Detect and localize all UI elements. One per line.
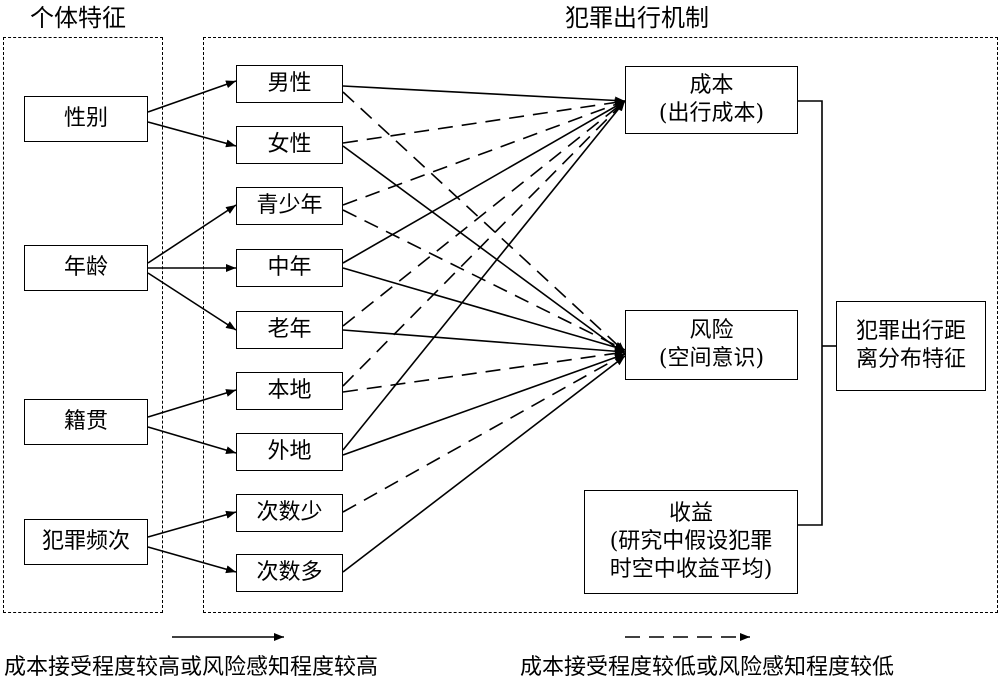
arrow-male-cost-solid: [342, 85, 626, 105]
arrow-frequency-few: [147, 510, 237, 538]
risk-label: 风险: [689, 318, 734, 343]
benefit-sublabel-2: 时空中收益平均): [609, 557, 773, 582]
outcome-line-2: 离分布特征: [855, 347, 966, 372]
middle-age-box: 中年: [236, 249, 343, 287]
origin-box: 籍贯: [24, 399, 148, 445]
local-box: 本地: [236, 372, 343, 410]
legend-dashed-text: 成本接受程度较低或风险感知程度较低: [520, 655, 895, 680]
youth-label: 青少年: [256, 193, 323, 218]
risk-sublabel: (空间意识): [658, 346, 765, 371]
cost-label: 成本: [689, 73, 734, 98]
arrow-few-risk-dashed: [342, 353, 626, 513]
outcome-box: 犯罪出行距 离分布特征: [836, 301, 986, 391]
arrow-youth-risk-dashed: [342, 209, 626, 351]
crime-frequency-label: 犯罪频次: [41, 529, 130, 554]
arrow-age-elderly: [147, 272, 237, 331]
arrow-gender-female: [147, 121, 237, 148]
arrow-frequency-many: [147, 546, 237, 574]
many-times-label: 次数多: [256, 560, 323, 585]
arrow-many-risk-solid: [342, 355, 626, 573]
individual-characteristics-frame: [3, 37, 163, 613]
gender-box: 性别: [24, 96, 148, 142]
gender-label: 性别: [63, 106, 108, 131]
individual-characteristics-title: 个体特征: [30, 4, 126, 32]
elderly-label: 老年: [267, 317, 312, 342]
arrow-origin-nonlocal: [147, 426, 237, 455]
arrow-local-cost-dashed: [342, 100, 626, 387]
dashed-mechanism-arrows: [342, 91, 626, 513]
middle-age-label: 中年: [267, 255, 312, 280]
benefit-label: 收益: [668, 501, 713, 526]
solid-mechanism-arrows: [342, 85, 626, 573]
few-times-box: 次数少: [236, 494, 343, 532]
youth-box: 青少年: [236, 187, 343, 225]
arrow-age-youth: [147, 204, 237, 264]
male-label: 男性: [267, 71, 312, 96]
few-times-label: 次数少: [256, 500, 323, 525]
arrow-nonlocal-risk-solid: [342, 353, 626, 456]
outcome-line-1: 犯罪出行距: [855, 319, 966, 344]
many-times-box: 次数多: [236, 554, 343, 592]
arrow-nonlocal-cost-solid: [342, 100, 626, 451]
legend-solid-text: 成本接受程度较高或风险感知程度较高: [4, 655, 379, 680]
age-box: 年龄: [24, 245, 148, 291]
male-box: 男性: [236, 65, 343, 103]
arrow-origin-local: [147, 389, 237, 418]
arrow-elderly-cost-dashed: [342, 100, 626, 327]
arrow-gender-male: [147, 80, 237, 113]
arrow-middle-cost-solid: [342, 100, 626, 264]
characteristic-to-subgroup-arrows: [147, 80, 237, 574]
arrow-youth-cost-dashed: [342, 100, 626, 206]
cost-sublabel: (出行成本): [658, 101, 765, 126]
travel-mechanism-frame: [203, 37, 998, 613]
cost-box: 成本 (出行成本): [625, 66, 798, 134]
arrow-local-risk-dashed: [342, 349, 626, 393]
benefit-box: 收益 (研究中假设犯罪 时空中收益平均): [584, 490, 798, 594]
arrow-female-cost-dashed: [342, 98, 626, 144]
mechanism-bracket: [798, 100, 836, 526]
crime-frequency-box: 犯罪频次: [24, 519, 148, 565]
arrow-female-risk-solid: [342, 145, 626, 355]
female-box: 女性: [236, 126, 343, 164]
travel-mechanism-title: 犯罪出行机制: [565, 4, 709, 32]
female-label: 女性: [267, 132, 312, 157]
arrow-male-risk-dashed: [342, 91, 626, 353]
elderly-box: 老年: [236, 311, 343, 349]
nonlocal-label: 外地: [267, 439, 312, 464]
risk-box: 风险 (空间意识): [625, 310, 798, 380]
nonlocal-box: 外地: [236, 433, 343, 471]
benefit-sublabel-1: (研究中假设犯罪: [609, 529, 773, 554]
arrow-middle-risk-solid: [342, 267, 626, 352]
arrow-elderly-risk-solid: [342, 329, 626, 356]
local-label: 本地: [267, 378, 312, 403]
age-label: 年龄: [63, 255, 108, 280]
origin-label: 籍贯: [63, 409, 108, 434]
